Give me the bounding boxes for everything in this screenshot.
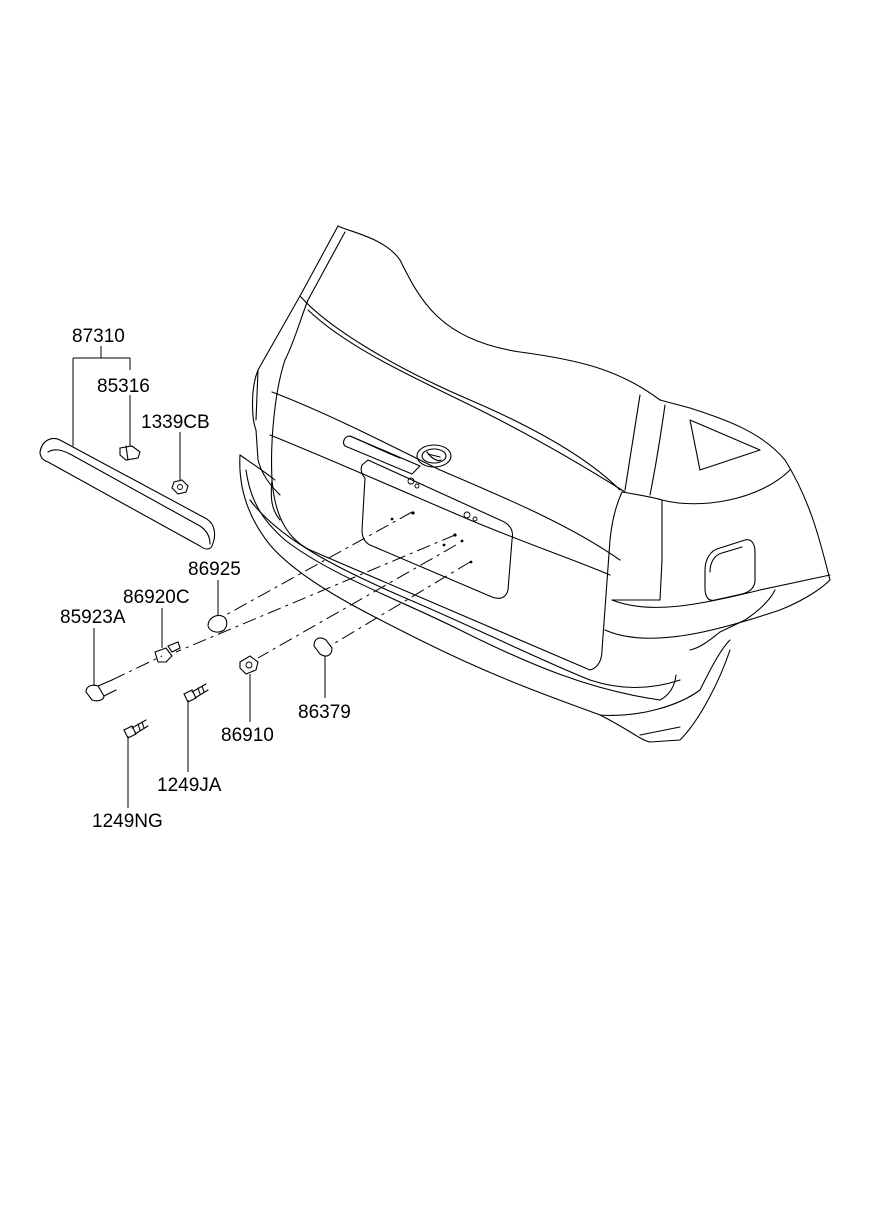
grommet-86925-part [207, 614, 228, 633]
label-87310: 87310 [72, 326, 125, 347]
label-86379: 86379 [298, 702, 351, 723]
bolt-86920c-part [154, 641, 181, 663]
assembly-lines [111, 511, 471, 681]
nut-86910-part [239, 655, 259, 675]
screw-1249ng-part [123, 719, 149, 739]
label-1249ja: 1249JA [157, 775, 222, 796]
pad-86379-part [313, 637, 333, 657]
label-1249ng: 1249NG [92, 811, 163, 832]
screw-85923a-part [85, 679, 117, 702]
part-labels: 87310 85316 1339CB 86925 86920C 85923A 8… [60, 326, 351, 832]
label-86910: 86910 [221, 725, 274, 746]
label-85923a: 85923A [60, 607, 126, 628]
label-86925: 86925 [188, 559, 241, 580]
clip-85316-part [119, 445, 141, 461]
garnish-87310-part [39, 437, 216, 550]
label-85316: 85316 [97, 376, 150, 397]
screw-1249ja-part [183, 683, 209, 703]
leader-lines [72, 346, 326, 808]
emblem-inner [421, 448, 447, 464]
nut-1339cb-part [171, 479, 189, 495]
label-86920c: 86920C [123, 587, 190, 608]
emblem-outer [416, 444, 452, 468]
vehicle-rear-illustration [239, 225, 831, 743]
label-1339cb: 1339CB [141, 412, 210, 433]
